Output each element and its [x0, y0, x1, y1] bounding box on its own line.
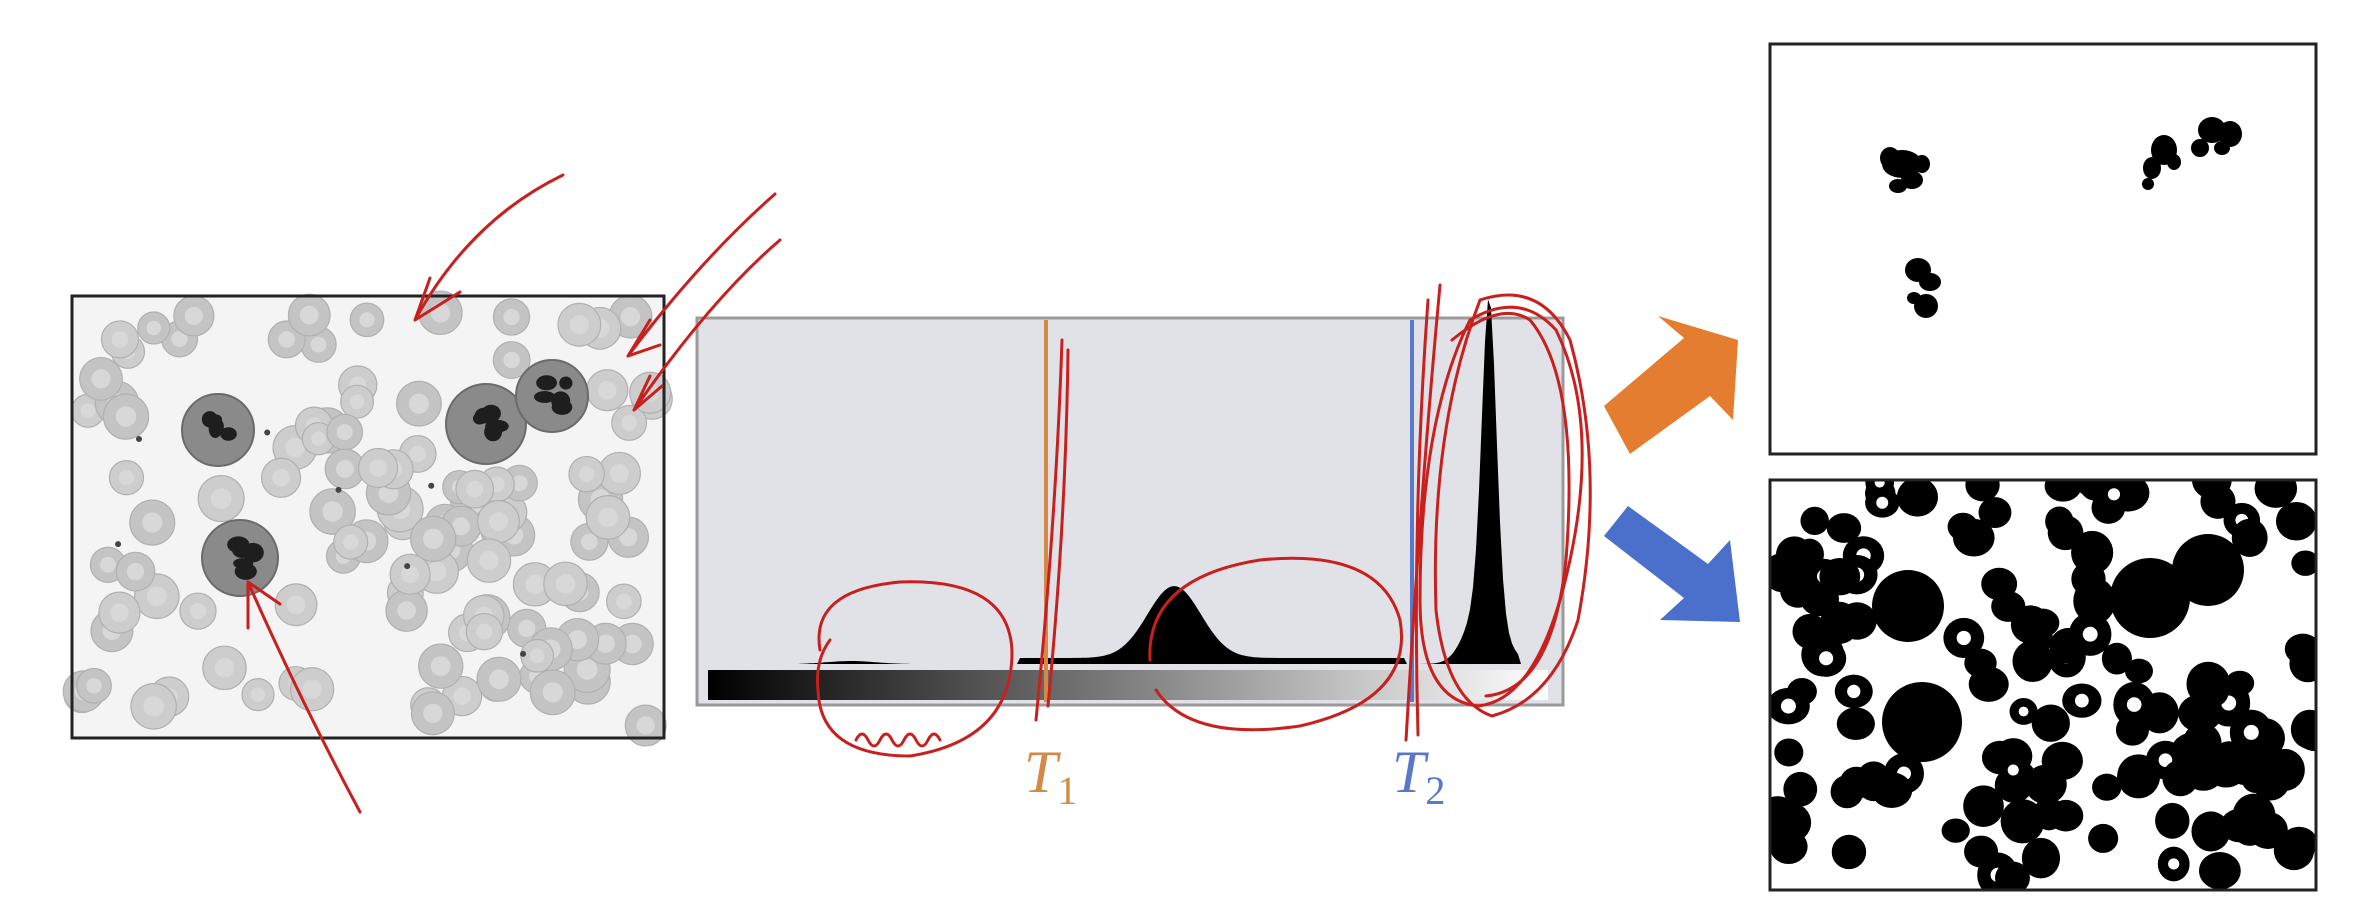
- cell-blobs: [1770, 480, 2316, 890]
- threshold-t1-label: T1: [1024, 739, 1078, 813]
- grayscale-ramp: [708, 670, 1548, 700]
- annotation-t1-stroke-1: [1034, 338, 1064, 722]
- annotation-t2-stroke-2: [1414, 298, 1430, 737]
- cells-mask-image: [1768, 478, 2318, 892]
- nuclei-mask-image: [1768, 42, 2318, 456]
- red-blood-cells: [62, 290, 673, 747]
- annotation-circle-middle: [1148, 556, 1403, 732]
- annotation-t1-stroke-2: [1046, 348, 1070, 708]
- handwritten-annotations: [246, 173, 1592, 814]
- blood-smear-image: [62, 290, 673, 747]
- nuclei-blobs: [1880, 117, 2242, 318]
- annotation-circle-left: [816, 580, 1014, 758]
- thick-arrow-down-right-icon: [1604, 506, 1740, 622]
- annotation-arrow-2: [626, 192, 777, 358]
- white-blood-cells: [181, 359, 589, 597]
- annotation-arrow-1: [413, 173, 565, 322]
- annotation-scribble: [854, 732, 942, 748]
- thick-arrow-up-right-icon: [1604, 316, 1738, 454]
- annotation-arrow-3: [632, 238, 782, 412]
- threshold-t2-label: T2: [1392, 739, 1446, 813]
- annotation-arrow-4: [246, 580, 362, 814]
- annotation-loop-3: [1450, 311, 1571, 698]
- annotation-loop-2: [1433, 293, 1592, 718]
- annotation-t2-stroke-1: [1404, 283, 1442, 742]
